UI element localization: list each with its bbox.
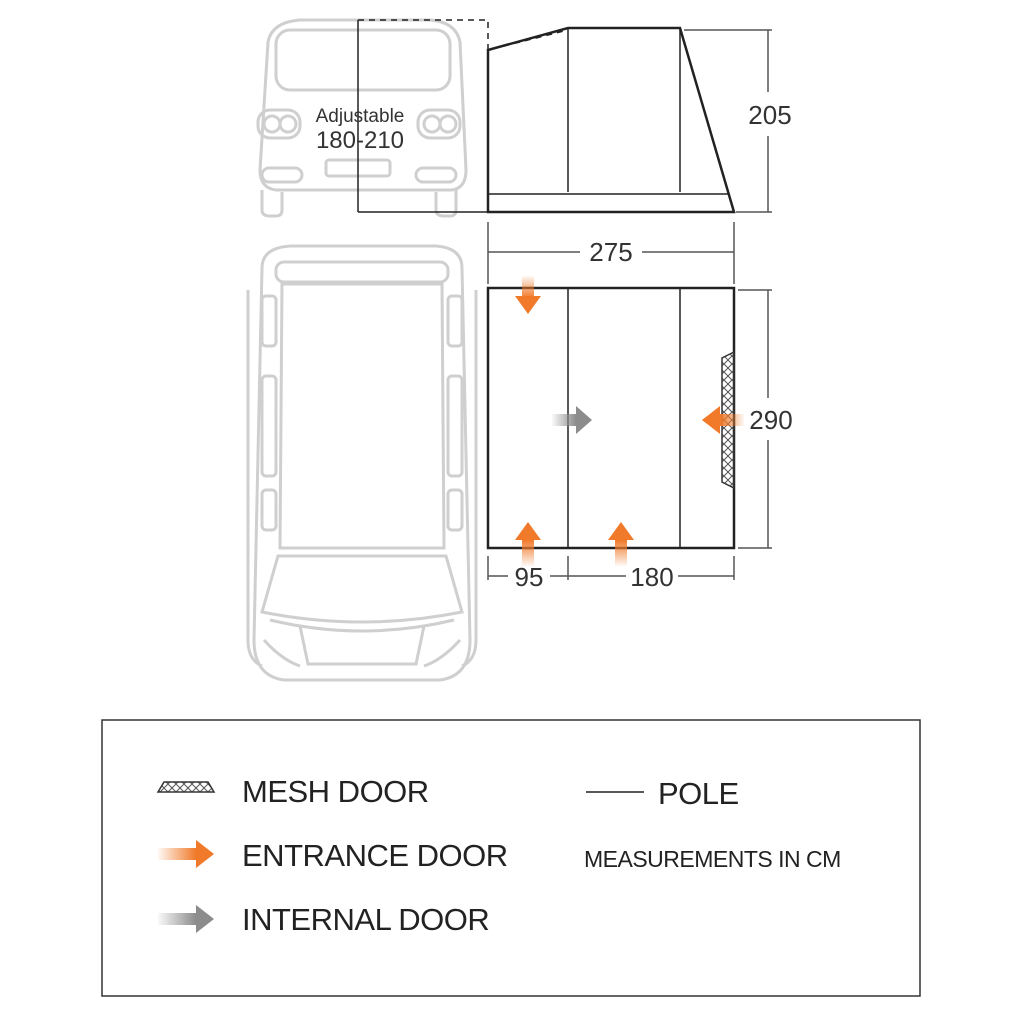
legend-entrance-door: ENTRANCE DOOR [242, 838, 508, 873]
mesh-door-icon [156, 781, 216, 793]
bottom-dimensions [487, 556, 735, 580]
van-top-view [246, 244, 478, 682]
internal-door-icon [158, 905, 214, 933]
internal-door-arrow [552, 406, 592, 434]
height-dimension [684, 29, 772, 213]
height-label: 205 [748, 100, 791, 130]
legend-internal-door: INTERNAL DOOR [242, 902, 490, 937]
entrance-arrow-bottom-left [515, 522, 541, 566]
depth-dimension [738, 289, 772, 549]
legend-mesh-door: MESH DOOR [242, 774, 429, 809]
entrance-arrow-top [515, 276, 541, 314]
awning-floor-plan [486, 286, 736, 550]
width-label: 275 [589, 237, 632, 267]
legend-pole: POLE [658, 776, 739, 811]
entrance-door-icon [158, 840, 214, 868]
legend-box [101, 719, 921, 997]
width-dimension [487, 222, 735, 284]
adjustable-label: Adjustable [316, 106, 405, 127]
bottom-right-label: 180 [630, 562, 673, 592]
awning-side-view [357, 19, 736, 214]
bottom-left-label: 95 [515, 562, 544, 592]
legend-measurements: MEASUREMENTS IN CM [584, 846, 841, 872]
entrance-arrow-side [702, 406, 744, 434]
entrance-arrow-bottom-right [608, 522, 634, 566]
adjustable-range: 180-210 [316, 127, 404, 154]
depth-label: 290 [749, 405, 792, 435]
